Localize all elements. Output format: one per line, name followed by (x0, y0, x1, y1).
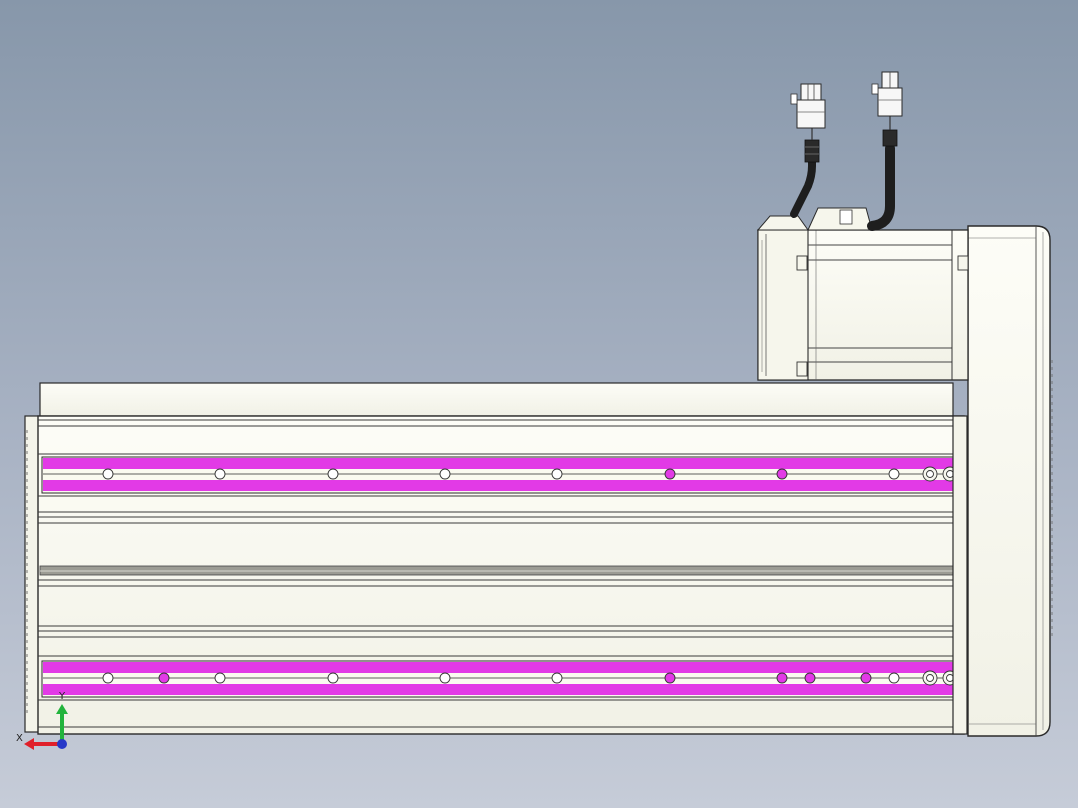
mounting-hole (888, 468, 900, 480)
power-terminal-box (756, 215, 809, 231)
mounting-hole (860, 672, 872, 684)
power-cable[interactable] (790, 146, 816, 218)
mounting-hole (327, 468, 339, 480)
coordinate-triad: X Y (14, 692, 74, 756)
motor-bolt (796, 255, 808, 271)
mounting-hole (439, 468, 451, 480)
lower-t-slot[interactable] (41, 660, 961, 698)
x-axis-label: X (16, 733, 23, 744)
mounting-hole (776, 672, 788, 684)
actuator-assembly[interactable] (24, 382, 968, 735)
upper-mounting-holes (102, 466, 958, 482)
mounting-hole (327, 672, 339, 684)
mounting-hole (664, 672, 676, 684)
mounting-hole (102, 468, 114, 480)
mounting-hole (804, 672, 816, 684)
mounting-hole (551, 468, 563, 480)
profile-lines (38, 419, 964, 728)
power-connector[interactable] (790, 83, 826, 129)
mounting-hole (158, 672, 170, 684)
mounting-hole (888, 672, 900, 684)
motor-housing[interactable] (967, 225, 1053, 737)
z-axis-dot (57, 739, 67, 749)
top-carriage-plate[interactable] (39, 382, 954, 417)
upper-t-slot[interactable] (41, 456, 961, 494)
mounting-hole (551, 672, 563, 684)
mounting-hole (102, 672, 114, 684)
encoder-connector[interactable] (871, 71, 903, 117)
y-axis-label: Y (59, 691, 66, 702)
mounting-hole (664, 468, 676, 480)
motor-cables[interactable] (790, 116, 898, 231)
mounting-hole (439, 672, 451, 684)
motor-bolt (957, 255, 969, 271)
motor-bolt (796, 361, 808, 377)
servo-motor[interactable] (756, 207, 969, 381)
motor-rear-cap (757, 229, 809, 381)
end-flange-plate[interactable] (952, 415, 968, 735)
mounting-hole (214, 468, 226, 480)
mounting-hole (776, 468, 788, 480)
mounting-hole (214, 672, 226, 684)
encoder-cable[interactable] (867, 143, 895, 231)
